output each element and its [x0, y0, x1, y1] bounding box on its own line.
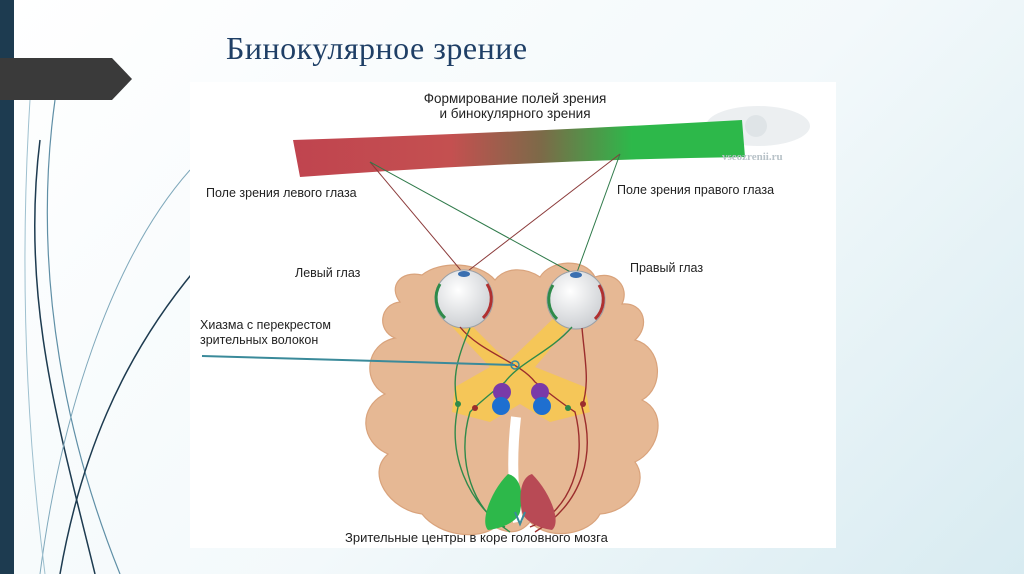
left-eye-label: Левый глаз [295, 266, 361, 280]
synapse-dot [472, 405, 478, 411]
sight-line [575, 153, 621, 276]
nerve-fiber-red [534, 327, 588, 533]
synapse-dot [565, 405, 571, 411]
arrow-tab [0, 58, 132, 100]
decorative-curve [24, 99, 46, 574]
synapse-dot [580, 401, 586, 407]
chiasm-label-line1: Хиазма с перекрестом [200, 318, 331, 332]
right-field-label: Поле зрения правого глаза [617, 183, 775, 197]
slide-left-bar [0, 0, 14, 574]
left-visual-cortex [485, 474, 522, 530]
slide-title: Бинокулярное зрение [226, 30, 528, 66]
synapse-dot [455, 401, 461, 407]
chiasm-label: Хиазма с перекрестом зрительных волокон [200, 318, 331, 348]
left-field-label: Поле зрения левого глаза [206, 186, 357, 200]
right-visual-cortex [520, 474, 556, 530]
right-eye-label: Правый глаз [630, 261, 704, 275]
diagram-heading-line2: и бинокулярного зрения [439, 106, 591, 121]
right-eyeball [546, 270, 606, 330]
left-retina-arc [481, 283, 493, 320]
watermark-eye-icon [745, 115, 767, 137]
cortex-label: Зрительные центры в коре головного мозга [345, 530, 608, 545]
chiasm-label-line2: зрительных волокон [200, 333, 319, 347]
diagram-heading-line1: Формирование полей зрения [423, 91, 607, 106]
cortex-pointer [514, 511, 526, 527]
decorative-curve [59, 269, 196, 574]
watermark-text: vseozrenii.ru [722, 151, 783, 163]
left-cornea [458, 271, 470, 277]
sight-line [369, 161, 465, 275]
decorative-curve [33, 139, 96, 574]
diagram-heading: Формирование полей зрения и бинокулярног… [350, 91, 680, 121]
right-cornea [570, 272, 582, 278]
visual-field-band [293, 120, 745, 177]
left-eyeball [434, 269, 494, 329]
sight-line [369, 161, 577, 276]
slide-decoration [0, 0, 196, 574]
nucleus-blue [533, 397, 551, 415]
chiasm-pointer-line [201, 355, 516, 366]
binocular-vision-diagram [201, 106, 810, 536]
decorative-curve [46, 99, 121, 574]
left-retina-arc [434, 283, 447, 320]
nucleus-blue [492, 397, 510, 415]
chiasm-marker [510, 360, 520, 370]
decorative-curve [39, 169, 191, 574]
right-retina-arc [593, 284, 605, 321]
right-retina-arc [547, 284, 559, 321]
nucleus-purple [531, 383, 549, 401]
sight-line [463, 153, 621, 275]
nucleus-purple [493, 383, 511, 401]
